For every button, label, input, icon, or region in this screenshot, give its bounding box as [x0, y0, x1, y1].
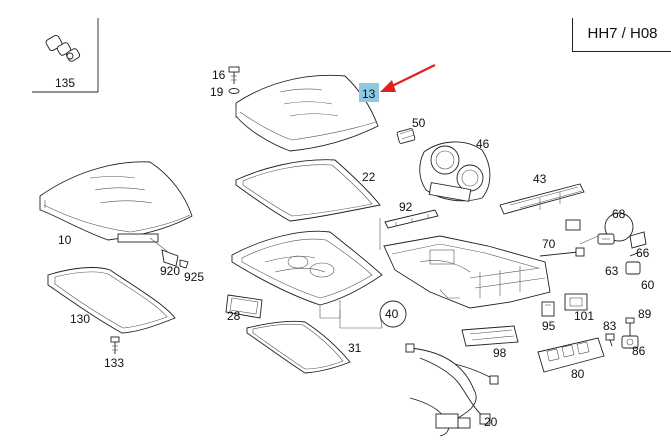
label-89: 89: [638, 307, 652, 321]
label-43: 43: [533, 172, 547, 186]
label-925: 925: [184, 270, 204, 284]
part-66-pin[interactable]: [629, 251, 641, 257]
label-98: 98: [493, 346, 507, 360]
label-70: 70: [542, 237, 556, 251]
model-code-title: HH7 / H08: [587, 25, 658, 42]
part-95-relay[interactable]: [541, 301, 555, 317]
part-70-rod[interactable]: [539, 247, 585, 257]
label-68: 68: [612, 207, 626, 221]
label-101: 101: [574, 309, 594, 323]
part-130-seal[interactable]: [47, 267, 176, 334]
part-31-gasket[interactable]: [246, 320, 351, 374]
part-135-connector[interactable]: [45, 34, 81, 62]
model-code-box: HH7 / H08: [572, 18, 671, 52]
label-19: 19: [210, 85, 224, 99]
label-28: 28: [227, 309, 241, 323]
part-28-filter[interactable]: [225, 294, 263, 319]
label-83: 83: [603, 319, 617, 333]
part-135-frame: [32, 18, 99, 93]
part-46-blower[interactable]: [419, 141, 491, 202]
part-13-highlight: [359, 83, 379, 102]
part-68-switch-group[interactable]: [597, 212, 647, 249]
label-920: 920: [160, 264, 180, 278]
label-86: 86: [632, 344, 646, 358]
label-80: 80: [571, 367, 585, 381]
part-43-duct-bar[interactable]: [499, 183, 585, 231]
part-101-sticker[interactable]: [564, 293, 588, 311]
part-133-screw[interactable]: [110, 336, 120, 354]
part-19-washer[interactable]: [228, 88, 240, 94]
part-92-strip[interactable]: [384, 209, 439, 229]
label-135: 135: [55, 76, 75, 90]
part-main-lower-housing[interactable]: [383, 235, 551, 309]
label-22: 22: [362, 170, 376, 184]
label-95: 95: [542, 319, 556, 333]
part-83-sensor[interactable]: [605, 333, 615, 347]
label-10: 10: [58, 233, 72, 247]
part-40-label-circle: [379, 300, 407, 328]
part-98-filter-mat[interactable]: [461, 325, 519, 347]
part-86-connector[interactable]: [621, 335, 639, 349]
part-60-actuator[interactable]: [625, 261, 641, 275]
part-16-screw[interactable]: [228, 66, 240, 84]
label-40: 40: [385, 307, 399, 321]
part-20-wiring-harness[interactable]: [405, 343, 499, 437]
label-20: 20: [484, 415, 498, 429]
label-31: 31: [348, 341, 362, 355]
label-92: 92: [399, 200, 413, 214]
label-133: 133: [104, 356, 124, 370]
label-16: 16: [212, 68, 226, 82]
part-22-gasket[interactable]: [235, 159, 381, 222]
part-13-cover[interactable]: [235, 74, 379, 152]
label-60: 60: [641, 278, 655, 292]
part-10-cover[interactable]: [39, 161, 193, 243]
label-50: 50: [412, 116, 426, 130]
callout-arrow: [380, 64, 436, 92]
part-40-housing[interactable]: [231, 230, 383, 329]
label-66: 66: [636, 246, 650, 260]
part-50-clip[interactable]: [396, 128, 416, 144]
part-80-control-panel[interactable]: [537, 337, 605, 373]
part-920-bracket[interactable]: [149, 237, 189, 269]
label-63: 63: [605, 264, 619, 278]
part-89-screw[interactable]: [625, 317, 635, 336]
label-130: 130: [70, 312, 90, 326]
label-46: 46: [476, 137, 490, 151]
label-13: 13: [362, 87, 376, 101]
